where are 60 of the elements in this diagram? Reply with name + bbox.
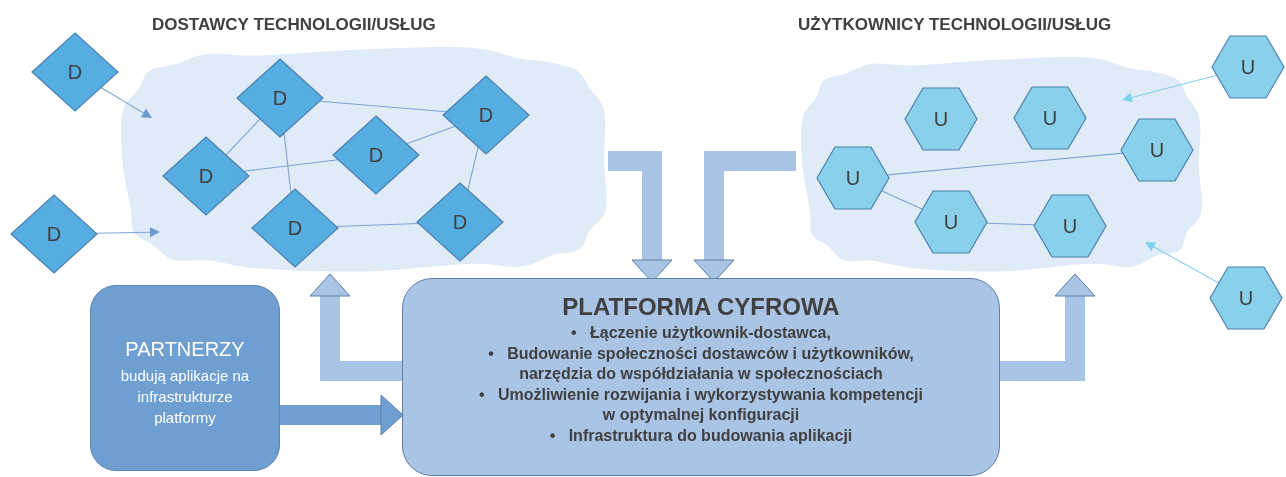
diamond-node [443, 76, 529, 154]
node-label: U [1042, 108, 1058, 128]
connector-line [283, 132, 292, 194]
node-label: U [1240, 57, 1256, 77]
diamond-node [163, 137, 249, 215]
block-arrow [279, 394, 404, 436]
box-title: PARTNERZY [125, 338, 245, 361]
node-label: U [1062, 216, 1078, 236]
node-label: D [452, 212, 468, 232]
node-label: D [287, 218, 303, 238]
hexagon-node [1210, 267, 1282, 329]
partner-box [90, 285, 280, 471]
arrow [1122, 74, 1218, 103]
platform-box [402, 278, 1000, 476]
node-label: D [272, 88, 288, 108]
connector-line [881, 190, 923, 210]
connector-line [886, 152, 1124, 176]
block-arrow [309, 273, 403, 381]
hexagon-node [817, 147, 889, 209]
node-label: U [1238, 288, 1254, 308]
diamond-node [333, 116, 419, 194]
bullet-item: • Budowanie społeczności dostawców i użytkowników, narzędzia do współdziałania w społecznościach [487, 343, 915, 384]
node-label: U [845, 168, 861, 188]
section-heading: DOSTAWCY TECHNOLOGII/USŁUG [152, 15, 436, 35]
diamond-node [417, 183, 503, 261]
diamond-node [252, 189, 338, 267]
connector-line [318, 100, 448, 113]
node-label: U [933, 109, 949, 129]
arrow [1145, 242, 1220, 284]
connector-line [225, 118, 261, 156]
bullet-item: • Łączenie użytkownik-dostawca, [570, 323, 832, 343]
box-text: budują aplikacje na infrastrukturze platformy [119, 366, 251, 428]
bullet-item: • Infrastruktura do budowania aplikacji [548, 425, 854, 446]
section-heading: UŻYTKOWNICY TECHNOLOGII/USŁUG [798, 15, 1112, 35]
node-label: D [67, 62, 83, 82]
arrow [95, 227, 160, 238]
node-label: U [943, 212, 959, 232]
connector-line [406, 125, 456, 145]
connector-line [985, 222, 1036, 226]
connector-line [243, 159, 339, 172]
connector-line [467, 146, 479, 191]
node-label: D [368, 145, 384, 165]
node-label: D [198, 166, 214, 186]
node-label: D [478, 105, 494, 125]
diamond-node [11, 195, 97, 273]
block-arrow [999, 273, 1096, 381]
node-label: U [1149, 140, 1165, 160]
hexagon-node [1014, 87, 1086, 149]
node-label: D [46, 224, 62, 244]
hexagon-node [915, 191, 987, 253]
bullet-item: • Umożliwienie rozwijania i wykorzystywania kompetencji w optymalnej konfiguracji [478, 384, 924, 425]
arrow [100, 86, 152, 118]
diamond-node [237, 59, 323, 137]
hexagon-node [1121, 119, 1193, 181]
hexagon-node [905, 88, 977, 150]
connector-line [335, 222, 420, 228]
diamond-node [32, 33, 118, 111]
hexagon-node [1212, 36, 1284, 98]
hexagon-node [1034, 195, 1106, 257]
box-title: PLATFORMA CYFROWA [562, 293, 840, 321]
